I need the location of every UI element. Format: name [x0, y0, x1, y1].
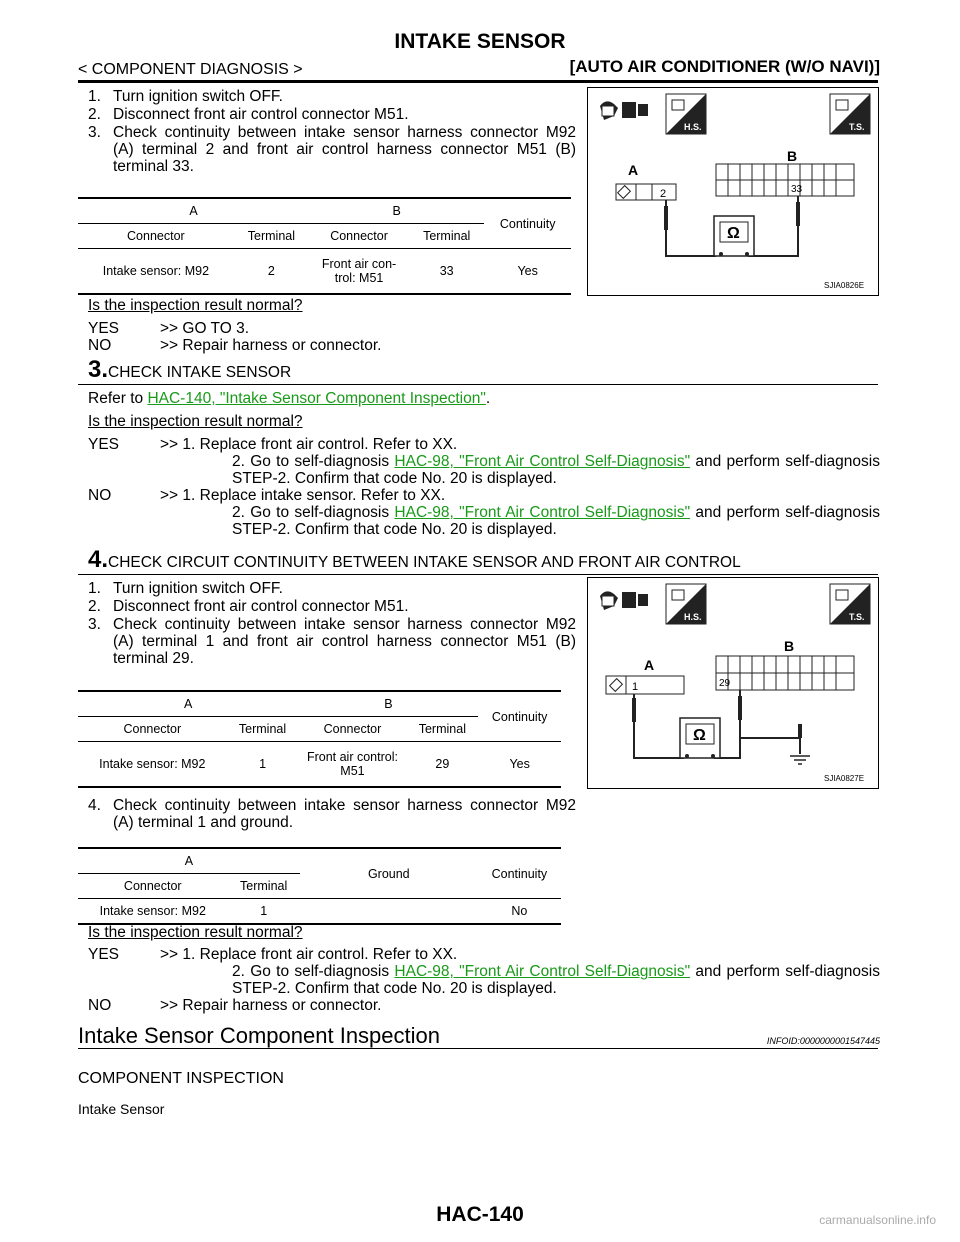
step4-rule	[78, 574, 878, 575]
page-title: INTAKE SENSOR	[394, 30, 566, 53]
intake-sensor-inspection-link[interactable]: HAC-140, "Intake Sensor Component Inspec…	[147, 390, 486, 407]
connector-b: 33	[715, 163, 855, 197]
terminal-side-icon: T.S.	[829, 93, 871, 135]
section-subtitle: [AUTO AIR CONDITIONER (W/O NAVI)]	[569, 57, 880, 76]
svg-text:H.S.: H.S.	[684, 612, 702, 622]
step4-question: Is the inspection result normal?	[88, 924, 303, 941]
connector-a: 1	[605, 675, 685, 695]
svg-text:T.S.: T.S.	[849, 612, 865, 622]
svg-text:T.S.: T.S.	[849, 122, 865, 132]
step3-refer: Refer to HAC-140, "Intake Sensor Compone…	[88, 390, 491, 407]
step4-item-3: 3.Check continuity between intake sensor…	[88, 616, 576, 667]
step4-answers: YES >> 1. Replace front air control. Ref…	[88, 946, 880, 1014]
step4-instructions: 1.Turn ignition switch OFF. 2.Disconnect…	[88, 580, 576, 668]
svg-text:1: 1	[632, 681, 638, 693]
svg-text:Ω: Ω	[727, 225, 740, 242]
step4-item-2: 2.Disconnect front air control connector…	[88, 598, 409, 615]
self-diagnosis-link-3[interactable]: HAC-98, "Front Air Control Self-Diagnosi…	[394, 963, 691, 980]
component-subheading: COMPONENT INSPECTION	[78, 1070, 284, 1087]
ignition-key-icon	[600, 591, 618, 610]
step4-item-4: 4.Check continuity between intake sensor…	[88, 797, 576, 831]
step2-continuity-table: A B Continuity Connector Terminal Connec…	[78, 197, 571, 295]
svg-text:Ω: Ω	[693, 727, 706, 744]
page-number: HAC-140	[436, 1203, 524, 1226]
step3-no: NO >> 1. Replace intake sensor. Refer to…	[88, 487, 880, 538]
ignition-key-icon	[600, 101, 618, 120]
step3-heading: 3.CHECK INTAKE SENSOR	[88, 356, 292, 383]
svg-text:A: A	[628, 162, 638, 178]
step4-wiring-diagram: H.S. T.S. A B 1 29	[600, 583, 871, 783]
svg-text:H.S.: H.S.	[684, 122, 702, 132]
step2-item-2: 2.Disconnect front air control connector…	[88, 106, 409, 123]
svg-text:B: B	[787, 148, 797, 164]
section-label: < COMPONENT DIAGNOSIS >	[78, 61, 303, 78]
step4-item-1: 1.Turn ignition switch OFF.	[88, 580, 283, 597]
step3-rule	[78, 384, 878, 385]
step3-yes: YES >> 1. Replace front air control. Ref…	[88, 436, 880, 487]
step4-yes: YES >> 1. Replace front air control. Ref…	[88, 946, 880, 997]
self-diagnosis-link-2[interactable]: HAC-98, "Front Air Control Self-Diagnosi…	[394, 504, 691, 521]
svg-text:B: B	[784, 638, 794, 654]
figure-code: SJIA0826E	[824, 281, 864, 290]
watermark: carmanualsonline.info	[819, 1213, 936, 1227]
connector-b: 29	[715, 655, 855, 691]
step4-item-4-block: 4.Check continuity between intake sensor…	[88, 797, 576, 832]
svg-text:33: 33	[791, 184, 803, 195]
component-subtitle: Intake Sensor	[78, 1101, 165, 1117]
component-rule	[78, 1048, 878, 1049]
step2-no: NO>> Repair harness or connector.	[88, 337, 382, 354]
step2-wiring-diagram: H.S. T.S. A B 2	[600, 93, 871, 290]
connector-disconnect-icon	[622, 592, 648, 608]
step2-answers: YES>> GO TO 3. NO>> Repair harness or co…	[88, 320, 880, 354]
svg-text:29: 29	[719, 678, 731, 689]
step2-item-3: 3.Check continuity between intake sensor…	[88, 124, 576, 175]
svg-text:2: 2	[660, 188, 666, 200]
step2-wiring-figure: H.S. T.S. A B 2	[587, 87, 879, 296]
ohmmeter-icon: Ω	[713, 215, 755, 257]
terminal-side-icon: T.S.	[829, 583, 871, 625]
component-heading: Intake Sensor Component Inspection	[78, 1023, 441, 1048]
step2-question: Is the inspection result normal?	[88, 297, 303, 314]
step4-continuity-table: A B Continuity Connector Terminal Connec…	[78, 690, 561, 788]
step4-ground-table: A Ground Continuity Connector Terminal I…	[78, 847, 561, 925]
ground-icon	[740, 724, 810, 765]
figure-code: SJIA0827E	[824, 774, 864, 783]
step4-heading: 4.CHECK CIRCUIT CONTINUITY BETWEEN INTAK…	[88, 546, 741, 573]
connector-a: 2	[615, 183, 677, 201]
step4-no: NO>> Repair harness or connector.	[88, 997, 382, 1014]
harness-side-icon: H.S.	[665, 583, 707, 625]
info-id: INFOID:0000000001547445	[766, 1036, 880, 1046]
step3-question: Is the inspection result normal?	[88, 413, 303, 430]
ohmmeter-icon: Ω	[679, 717, 721, 759]
step2-item-1: 1.Turn ignition switch OFF.	[88, 88, 283, 105]
step3-answers: YES >> 1. Replace front air control. Ref…	[88, 436, 880, 538]
step4-wiring-figure: H.S. T.S. A B 1 29	[587, 577, 879, 789]
header-rule	[78, 80, 878, 83]
self-diagnosis-link-1[interactable]: HAC-98, "Front Air Control Self-Diagnosi…	[394, 453, 691, 470]
harness-side-icon: H.S.	[665, 93, 707, 135]
svg-text:A: A	[644, 657, 654, 673]
step2-instructions: 1.Turn ignition switch OFF. 2.Disconnect…	[88, 88, 576, 176]
connector-disconnect-icon	[622, 102, 648, 118]
step2-yes: YES>> GO TO 3.	[88, 320, 250, 337]
